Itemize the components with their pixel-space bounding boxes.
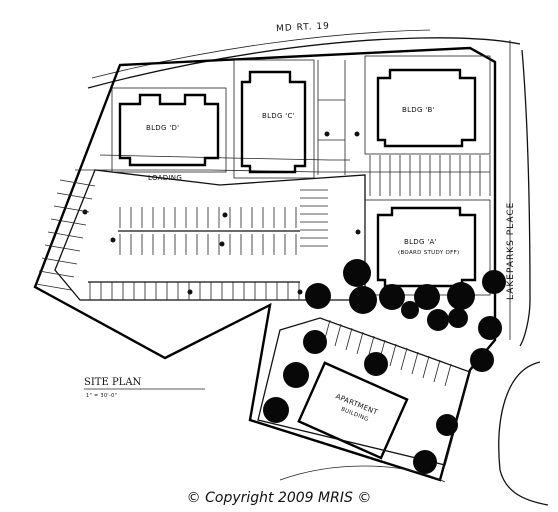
- tree: [263, 397, 289, 423]
- road-curve-bottom: [498, 361, 549, 506]
- tree: [283, 362, 309, 388]
- tree: [413, 450, 437, 474]
- tree: [364, 352, 388, 376]
- tree: [303, 330, 327, 354]
- building-d-label: BLDG 'D': [146, 124, 179, 132]
- parking-curb-outer: [54, 169, 366, 301]
- light-pole: [222, 212, 228, 218]
- road-edge-top-inner: [91, 29, 431, 79]
- building-c-pad: [233, 59, 315, 179]
- tree: [427, 309, 449, 331]
- tree: [478, 316, 502, 340]
- stall-line: [422, 355, 430, 379]
- building-d: [118, 93, 220, 167]
- building-b: [376, 68, 477, 148]
- road-label-top: MD RT. 19: [276, 21, 330, 34]
- light-pole: [354, 131, 360, 137]
- tree: [414, 284, 440, 310]
- stall-line: [345, 327, 353, 351]
- light-poles: [82, 131, 361, 295]
- stall-line: [41, 257, 78, 265]
- stall-line: [59, 179, 96, 187]
- tree: [343, 259, 371, 287]
- stall-line: [47, 231, 84, 239]
- stall-line: [44, 244, 81, 252]
- drive-aisle-edge-2: [99, 154, 350, 161]
- site-plan-title: SITE PLAN: [84, 377, 142, 388]
- light-pole: [297, 289, 303, 295]
- site-plan-scale: 1" = 30'-0": [86, 393, 117, 399]
- stall-line: [400, 347, 408, 371]
- stall-line: [444, 363, 452, 387]
- building-d-pad: [111, 87, 227, 173]
- building-c-label: BLDG 'C': [262, 112, 295, 120]
- light-pole: [355, 229, 361, 235]
- apartment-lot-edge: [257, 317, 471, 466]
- building-a-sublabel: (BOARD STUDY OFF): [398, 250, 459, 256]
- stall-line: [356, 331, 364, 355]
- stall-line: [389, 343, 397, 367]
- building-a-label: BLDG 'A': [404, 238, 437, 246]
- stall-line: [50, 218, 87, 226]
- tree: [349, 286, 377, 314]
- light-pole: [219, 241, 225, 247]
- copyright-notice: © Copyright 2009 MRIS ©: [186, 490, 372, 506]
- road-edge-top: [87, 37, 521, 89]
- tree: [305, 283, 331, 309]
- walkway-c-b: [317, 60, 346, 175]
- tree: [448, 308, 468, 328]
- parking-stalls: [35, 155, 491, 387]
- stall-line: [433, 359, 441, 383]
- stall-line: [334, 323, 342, 347]
- loading-label: LOADING: [148, 174, 182, 182]
- road-curve-bottom-2: [279, 465, 446, 483]
- light-pole: [324, 131, 330, 137]
- trees: [263, 259, 506, 474]
- tree: [436, 414, 458, 436]
- tree: [482, 270, 506, 294]
- building-b-label: BLDG 'B': [402, 106, 435, 114]
- road-label-right: LAKEPARKS PLACE: [506, 202, 516, 300]
- tree: [470, 348, 494, 372]
- building-b-pad: [364, 55, 491, 155]
- tree: [447, 282, 475, 310]
- tree: [401, 301, 419, 319]
- stall-line: [411, 351, 419, 375]
- light-pole: [187, 289, 193, 295]
- road-edge-right: [519, 49, 531, 347]
- tree: [379, 284, 405, 310]
- stall-line: [38, 270, 75, 278]
- light-pole: [110, 237, 116, 243]
- stall-line: [56, 192, 93, 200]
- light-pole: [82, 209, 88, 215]
- building-c: [240, 70, 307, 174]
- stall-line: [35, 283, 72, 291]
- building-a: [376, 206, 477, 288]
- property-boundary: [33, 46, 497, 482]
